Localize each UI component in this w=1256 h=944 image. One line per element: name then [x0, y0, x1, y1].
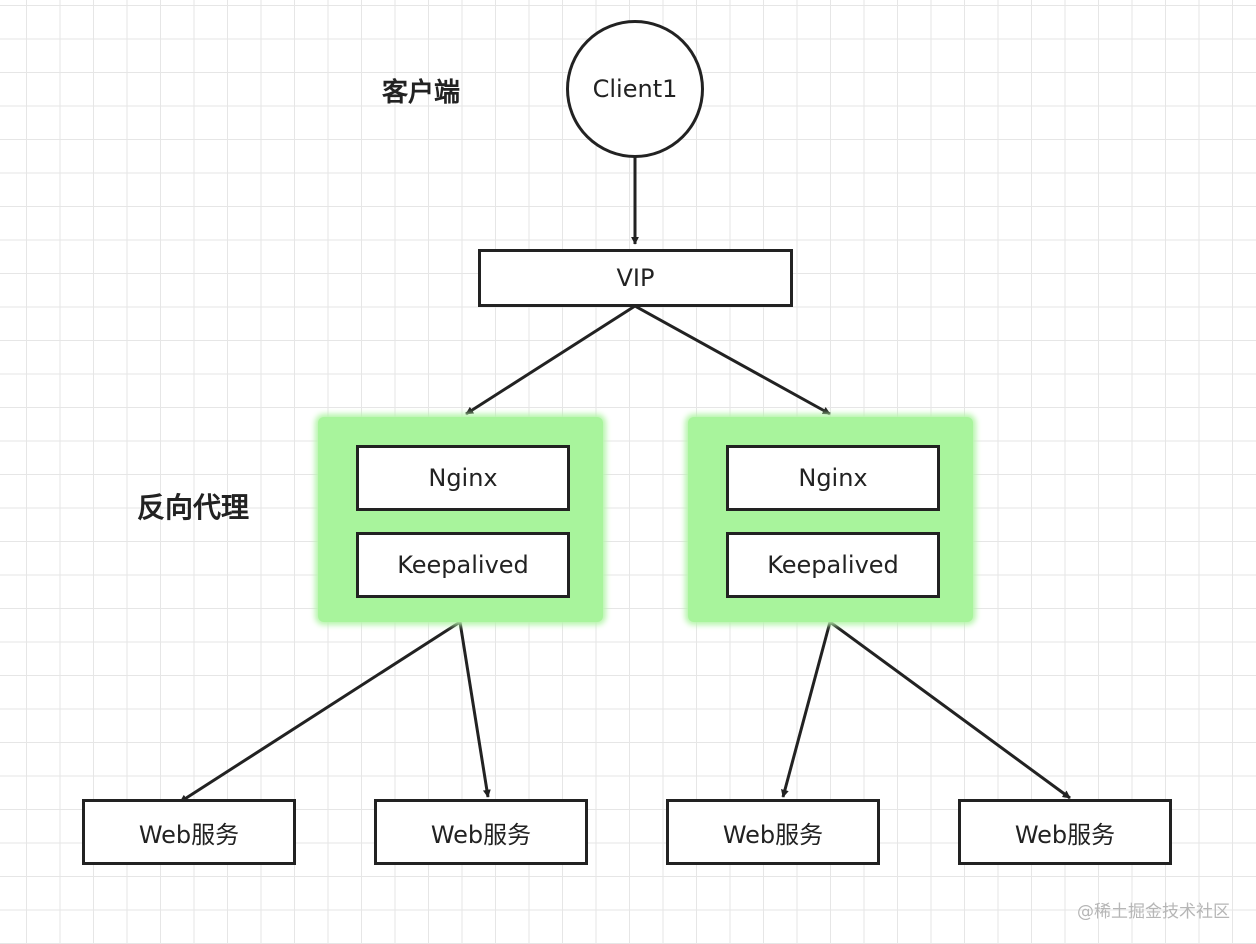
- nginx-node-right: Nginx: [726, 445, 940, 511]
- web-server-2: Web服务: [374, 799, 588, 865]
- vip-node: VIP: [478, 249, 793, 307]
- client-node: Client1: [566, 20, 704, 158]
- nginx-node-left: Nginx: [356, 445, 570, 511]
- arrow-vip-to-proxy-right: [634, 304, 831, 416]
- arrow-proxy-left-to-web-2: [458, 621, 491, 798]
- arrow-proxy-right-to-web-3: [781, 621, 832, 798]
- keepalived-node-right: Keepalived: [726, 532, 940, 598]
- proxy-tier-label: 反向代理: [137, 491, 250, 524]
- keepalived-node-left: Keepalived: [356, 532, 570, 598]
- client-tier-label: 客户端: [382, 78, 461, 108]
- web-server-4: Web服务: [958, 799, 1172, 865]
- web-server-1: Web服务: [82, 799, 296, 865]
- arrow-proxy-left-to-web-1: [179, 620, 461, 804]
- web-server-3: Web服务: [666, 799, 880, 865]
- arrow-proxy-right-to-web-4: [829, 620, 1071, 800]
- arrow-vip-to-proxy-left: [465, 304, 636, 416]
- watermark-text: @稀土掘金技术社区: [1077, 902, 1230, 922]
